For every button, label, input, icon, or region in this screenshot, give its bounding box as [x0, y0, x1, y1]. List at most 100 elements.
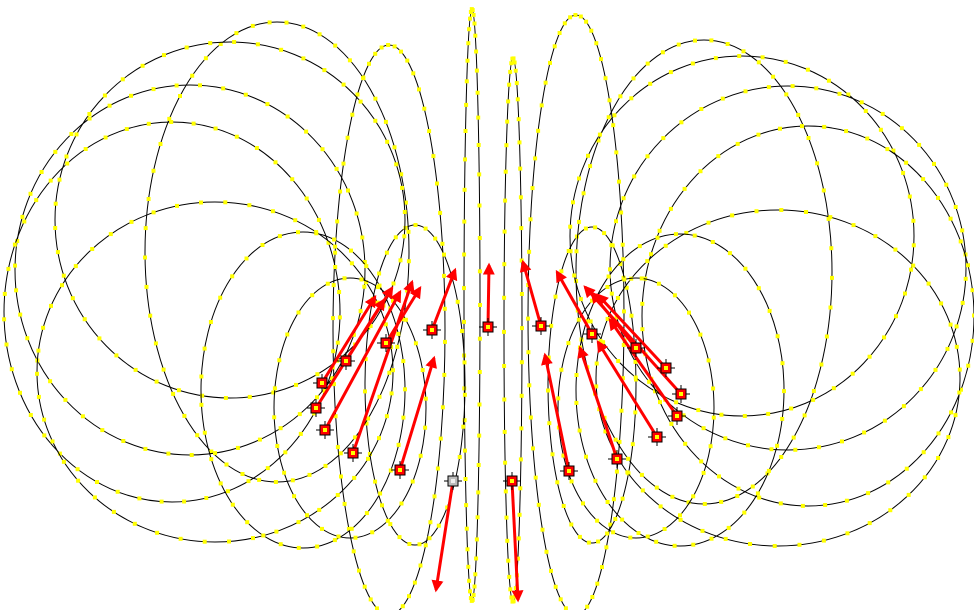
- field-line-node: [661, 136, 666, 141]
- source-handle[interactable]: [583, 325, 601, 343]
- field-line-node: [932, 161, 936, 166]
- field-line-node: [331, 349, 336, 354]
- source-handle[interactable]: [532, 317, 550, 335]
- field-line-node: [316, 217, 321, 222]
- source-handle[interactable]: [316, 421, 334, 439]
- field-line-node: [885, 147, 890, 152]
- field-line-node: [477, 336, 482, 341]
- field-line-node: [594, 361, 599, 366]
- field-line-node: [576, 317, 581, 322]
- source-handle[interactable]: [668, 407, 686, 425]
- field-line: [547, 226, 637, 544]
- field-line-node: [354, 211, 359, 216]
- field-line-node: [649, 252, 653, 257]
- field-line-node: [199, 402, 204, 407]
- field-line-node: [830, 275, 834, 280]
- field-line-node: [957, 390, 962, 395]
- field-line-node: [315, 395, 319, 400]
- field-line-node: [672, 293, 677, 298]
- field-line-node: [320, 147, 325, 152]
- source-handle[interactable]: [423, 321, 441, 339]
- source-handle[interactable]: [307, 399, 325, 417]
- field-line-node: [476, 115, 481, 120]
- field-line-node: [352, 475, 357, 480]
- source-handle[interactable]: [337, 352, 355, 370]
- field-line-node: [829, 246, 834, 251]
- field-line-node: [577, 428, 582, 433]
- field-line-node: [292, 494, 297, 499]
- source-handle[interactable]: [391, 461, 409, 479]
- field-line-node: [399, 172, 404, 177]
- field-line-node: [502, 397, 507, 402]
- field-line-node: [39, 170, 44, 174]
- field-line-node: [413, 341, 418, 346]
- field-line-node: [816, 445, 821, 450]
- field-line-node: [87, 116, 92, 121]
- source-handles[interactable]: [307, 317, 690, 490]
- field-line-node: [944, 182, 949, 187]
- field-line-node: [970, 288, 974, 293]
- field-line-node: [474, 537, 479, 542]
- field-line-node: [403, 387, 407, 392]
- field-line: [641, 125, 974, 507]
- field-line-node: [533, 475, 538, 480]
- source-handle[interactable]: [560, 462, 578, 480]
- field-line-node: [174, 83, 179, 88]
- field-line-node: [373, 96, 378, 101]
- field-line-node: [948, 322, 953, 327]
- source-handle[interactable]: [648, 428, 666, 446]
- field-line-node: [778, 501, 783, 506]
- field-line-node: [595, 518, 600, 523]
- field-line-node: [577, 176, 581, 181]
- source-handle[interactable]: [344, 444, 362, 462]
- source-handle[interactable]: [672, 385, 690, 403]
- field-line-node: [468, 16, 472, 21]
- field-line-node: [584, 454, 588, 459]
- field-line: [273, 277, 427, 539]
- field-line-node: [209, 457, 214, 462]
- field-line-node: [766, 85, 771, 90]
- field-line-node: [48, 379, 53, 384]
- field-line-node: [882, 335, 887, 340]
- field-line-node: [283, 450, 288, 455]
- field-line-node: [600, 565, 604, 570]
- source-handle[interactable]: [627, 339, 645, 357]
- field-line-node: [265, 102, 270, 107]
- field-line-node: [35, 371, 39, 376]
- field-line-node: [844, 129, 849, 134]
- source-handle[interactable]: [657, 359, 675, 377]
- field-line-node: [102, 93, 107, 98]
- source-handle[interactable]: [479, 318, 497, 336]
- field-line-node: [647, 379, 652, 384]
- field-line-node: [339, 474, 343, 479]
- field-line-node: [274, 529, 279, 534]
- field-line-node: [364, 421, 369, 426]
- field-line-node: [355, 92, 360, 97]
- source-handle[interactable]: [377, 334, 395, 352]
- field-line-node: [710, 240, 715, 244]
- field-line-node: [337, 290, 342, 294]
- source-handle[interactable]: [608, 450, 626, 468]
- field-line-node: [691, 494, 696, 499]
- field-line-node: [64, 154, 69, 159]
- field-line-node: [423, 396, 428, 401]
- source-handle-selected[interactable]: [444, 472, 462, 490]
- direction-arrow: [510, 480, 524, 603]
- direction-arrow: [482, 262, 495, 328]
- field-line-node: [153, 341, 158, 346]
- field-line-node: [527, 383, 532, 388]
- field-line-node: [614, 219, 618, 224]
- field-line-node: [589, 28, 594, 33]
- source-handle[interactable]: [503, 472, 521, 490]
- field-line-node: [410, 479, 415, 484]
- field-line-node: [954, 324, 959, 329]
- field-line-node: [904, 160, 909, 165]
- source-handle[interactable]: [313, 374, 331, 392]
- field-line-node: [526, 350, 531, 355]
- field-line-node: [960, 300, 965, 305]
- field-line-node: [619, 408, 624, 413]
- field-line-node: [392, 145, 397, 150]
- field-line-node: [338, 451, 343, 456]
